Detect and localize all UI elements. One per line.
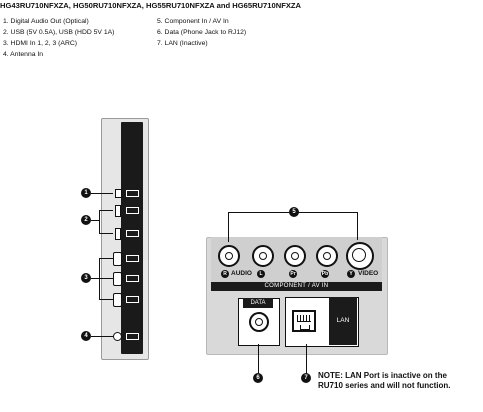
side-panel-connector-strip [121, 122, 143, 354]
lan-port-icon [292, 310, 316, 332]
callout-5: 5 [289, 207, 299, 217]
legend-item-1: 1. Digital Audio Out (Optical) [3, 18, 89, 25]
legend-right: 5. Component In / AV In 6. Data (Phone J… [157, 16, 246, 49]
pb-jack-icon [316, 245, 338, 267]
antenna-label-icon [126, 333, 139, 340]
leader-line-3-mid [99, 278, 113, 279]
usb-port-1-icon [115, 205, 121, 217]
pr-jack-icon [284, 245, 306, 267]
diagram-title: HG43RU710NFXZA, HG50RU710NFXZA, HG55RU71… [0, 1, 302, 10]
leader-line-6 [258, 344, 259, 374]
leader-line-2-bottom [99, 233, 113, 234]
optical-port-label-icon [126, 190, 139, 197]
lan-port-clip-icon [300, 325, 310, 330]
component-av-in-label: COMPONENT / AV IN [264, 283, 329, 289]
audio-r-symbol: R [221, 270, 229, 278]
callout-3: 3 [81, 273, 91, 283]
legend-item-6: 6. Data (Phone Jack to RJ12) [157, 29, 247, 36]
note-line-1: NOTE: LAN Port is inactive on the [318, 371, 447, 380]
leader-line-3 [91, 278, 99, 279]
leader-line-7 [306, 344, 307, 374]
leader-line-4 [91, 336, 113, 337]
hdmi-label-2-icon [126, 275, 139, 282]
legend-item-2: 2. USB (5V 0.5A), USB (HDD 5V 1A) [3, 29, 115, 36]
bracket-5-left [228, 212, 229, 242]
component-label-bar [211, 282, 382, 291]
audio-r-jack-icon [218, 245, 240, 267]
leader-line-3-vertical [99, 258, 100, 300]
lan-inactive-note: NOTE: LAN Port is inactive on the RU710 … [318, 371, 450, 391]
data-label: DATA [243, 298, 273, 308]
lan-port-contacts-icon [297, 315, 311, 322]
callout-1: 1 [81, 188, 91, 198]
hdmi-label-3-icon [126, 296, 139, 303]
leader-line-1 [91, 193, 113, 194]
hdmi-label-1-icon [126, 255, 139, 262]
antenna-port-icon [113, 332, 122, 341]
callout-7: 7 [301, 373, 311, 383]
usb-label-1-icon [126, 207, 139, 214]
lan-label: LAN [329, 297, 357, 345]
hdmi-port-1-icon [113, 252, 122, 266]
pr-symbol: Pr [289, 270, 297, 278]
usb-label-2-icon [126, 230, 139, 237]
legend-left: 1. Digital Audio Out (Optical) 2. USB (5… [3, 16, 114, 60]
note-line-2: RU710 series and will not function. [318, 381, 451, 390]
callout-6: 6 [253, 373, 263, 383]
legend-item-3: 3. HDMI In 1, 2, 3 (ARC) [3, 40, 78, 47]
leader-line-3-top [99, 258, 113, 259]
hdmi-port-3-icon [113, 293, 122, 307]
video-label: VIDEO [358, 270, 379, 277]
pb-symbol: Pb [321, 270, 329, 278]
audio-label: AUDIO [231, 270, 252, 277]
callout-4: 4 [81, 331, 91, 341]
audio-l-symbol: L [257, 270, 265, 278]
callout-2: 2 [81, 215, 91, 225]
video-y-symbol: Y [347, 270, 355, 278]
leader-line-3-bottom [99, 299, 113, 300]
leader-line-2 [91, 220, 99, 221]
optical-port-icon [115, 189, 122, 198]
hdmi-port-2-icon [113, 272, 122, 286]
usb-port-2-icon [115, 228, 121, 240]
legend-item-7: 7. LAN (Inactive) [157, 40, 208, 47]
audio-l-jack-icon [252, 245, 274, 267]
video-y-jack-inner-icon [352, 248, 366, 262]
legend-item-5: 5. Component In / AV In [157, 18, 229, 25]
leader-line-2-vertical [99, 210, 100, 234]
leader-line-2-top [99, 210, 113, 211]
legend-item-4: 4. Antenna In [3, 51, 44, 58]
data-jack-icon [249, 312, 269, 332]
bracket-5-right [357, 212, 358, 240]
